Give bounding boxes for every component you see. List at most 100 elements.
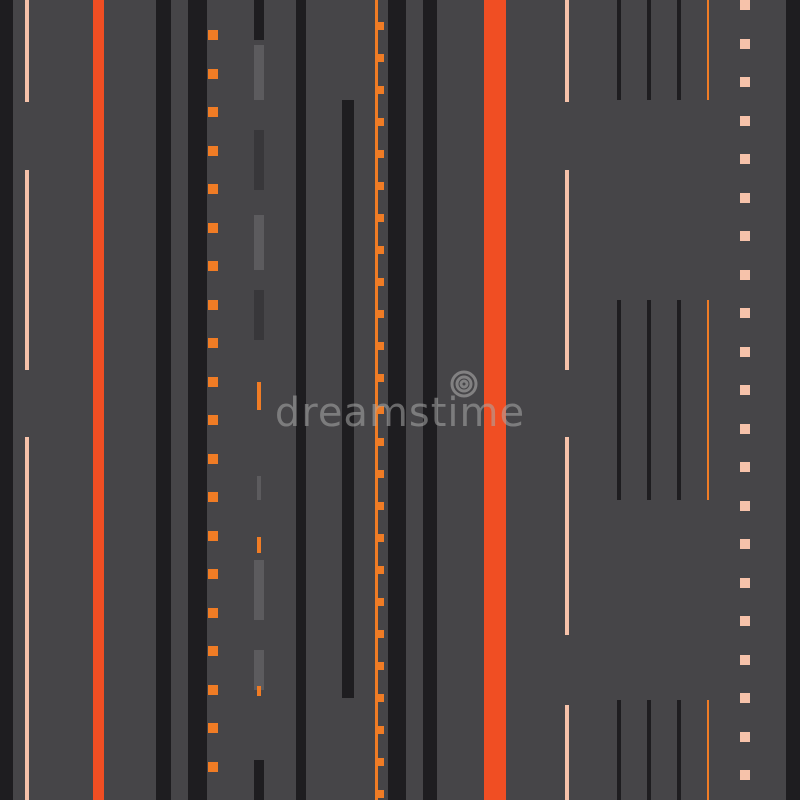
gray-dash [254,650,264,690]
orange-tooth [378,534,384,542]
orange-tooth [378,694,384,702]
orange-square [208,608,218,618]
peach-square [740,424,750,434]
peach-square [740,193,750,203]
orange-square [208,69,218,79]
orange-square [208,454,218,464]
orange-square [208,492,218,502]
gray-dash [254,130,264,190]
peach-square [740,385,750,395]
peach-dash [565,705,569,800]
peach-square [740,578,750,588]
orange-tooth [378,118,384,126]
orange-tooth [378,438,384,446]
orange-tooth [378,566,384,574]
orange-tooth [378,406,384,414]
orange-dash [257,686,261,696]
gray-dash [254,290,264,340]
orange-red-stripe [484,0,506,800]
orange-square [208,646,218,656]
peach-square [740,539,750,549]
orange-tooth [378,182,384,190]
gray-dash [254,560,264,620]
charcoal-stripe [188,0,207,800]
thin-charcoal-line [677,0,681,100]
thin-charcoal-line [647,0,651,100]
peach-square [740,693,750,703]
peach-dash [565,170,569,370]
gray-dash [254,760,264,800]
orange-stripe [375,0,378,800]
orange-tooth [378,246,384,254]
orange-tooth [378,54,384,62]
orange-square [208,107,218,117]
charcoal-stripe [156,0,171,800]
charcoal-stripe [296,0,306,800]
orange-tooth [378,790,384,798]
orange-square [208,415,218,425]
peach-square [740,231,750,241]
thin-orange-line [707,700,709,800]
peach-square [740,616,750,626]
peach-square [740,462,750,472]
charcoal-stripe [786,0,800,800]
orange-square [208,377,218,387]
orange-tooth [378,86,384,94]
peach-square [740,116,750,126]
orange-square [208,30,218,40]
orange-tooth [378,374,384,382]
peach-square [740,0,750,10]
peach-dash [25,170,29,370]
peach-square [740,347,750,357]
gray-dash [254,0,264,40]
orange-tooth [378,22,384,30]
gray-dash [254,45,264,100]
orange-square [208,723,218,733]
charcoal-bar [342,100,354,698]
peach-dash [565,0,569,102]
orange-tooth [378,662,384,670]
thin-charcoal-line [677,300,681,500]
orange-dash [257,537,261,553]
peach-square [740,39,750,49]
peach-square [740,77,750,87]
thin-charcoal-line [647,300,651,500]
orange-square [208,569,218,579]
peach-dash [25,705,29,800]
peach-square [740,501,750,511]
orange-tooth [378,150,384,158]
thin-charcoal-line [617,300,621,500]
peach-square [740,732,750,742]
peach-square [740,655,750,665]
orange-tooth [378,214,384,222]
peach-dash [25,437,29,705]
charcoal-stripe [388,0,406,800]
peach-dash [25,0,29,102]
orange-tooth [378,726,384,734]
peach-square [740,308,750,318]
orange-square [208,146,218,156]
gray-dash [257,476,261,500]
orange-square [208,261,218,271]
orange-dash [257,382,261,410]
orange-tooth [378,342,384,350]
thin-charcoal-line [647,700,651,800]
peach-square [740,270,750,280]
peach-square [740,770,750,780]
orange-tooth [378,630,384,638]
orange-red-stripe [93,0,104,800]
orange-square [208,223,218,233]
orange-tooth [378,598,384,606]
thin-orange-line [707,300,709,500]
orange-tooth [378,470,384,478]
orange-tooth [378,310,384,318]
orange-tooth [378,502,384,510]
orange-square [208,685,218,695]
charcoal-stripe [423,0,437,800]
orange-tooth [378,758,384,766]
thin-charcoal-line [617,0,621,100]
orange-square [208,184,218,194]
orange-square [208,531,218,541]
thin-orange-line [707,0,709,100]
